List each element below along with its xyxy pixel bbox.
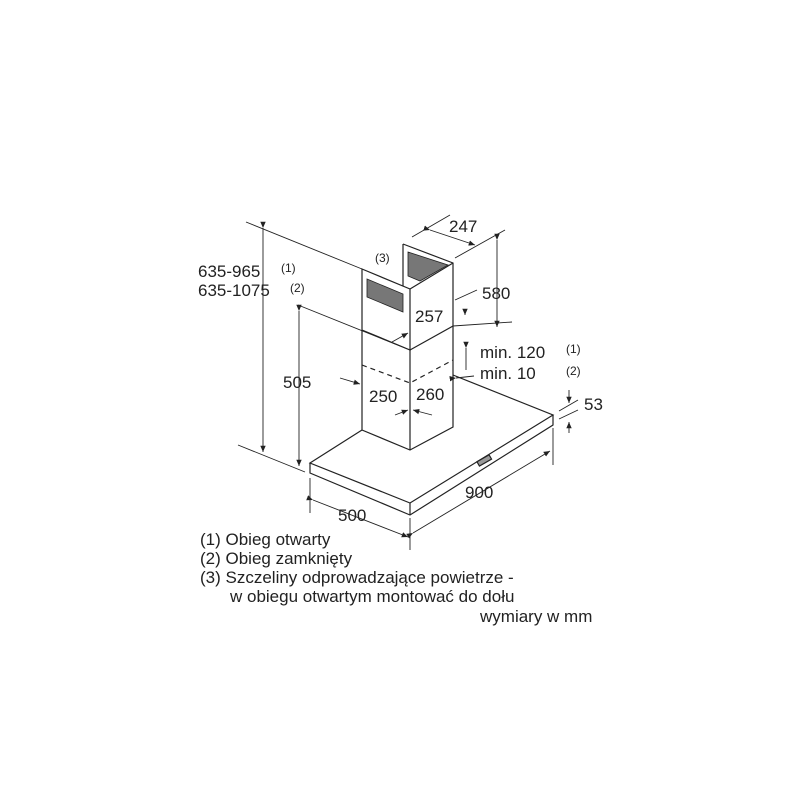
height-total-2-note: (2) (290, 281, 305, 295)
height-505-label: 505 (283, 373, 312, 392)
chimney-depth-label: 257 (415, 307, 444, 326)
legend-item-3: (3) Szczeliny odprowadzające powietrze - (200, 568, 514, 587)
legend-item-1: (1) Obieg otwarty (200, 530, 331, 549)
vent-slots-label: (3) (375, 251, 390, 265)
height-total-2-label: 635-1075 (198, 281, 270, 300)
chimney-width-label: 247 (449, 217, 478, 236)
legend-item-2: (2) Obieg zamknięty (200, 549, 353, 568)
chimney-upper-height-label: 580 (482, 284, 511, 303)
chimney-lower-right-label: 260 (416, 385, 445, 404)
dimension-lines (237, 214, 579, 550)
min-gap-2-label: min. 10 (480, 364, 536, 383)
canopy-thickness-label: 53 (584, 395, 603, 414)
legend-item-3-cont: w obiegu otwartym montować do dołu (230, 587, 515, 606)
lower-chimney (361, 326, 454, 451)
hood-width-label: 900 (465, 483, 494, 502)
min-gap-1-label: min. 120 (480, 343, 546, 362)
units-note: wymiary w mm (480, 607, 593, 626)
chimney-lower-left-label: 250 (369, 387, 398, 406)
hood-depth-label: 500 (338, 506, 367, 525)
min-gap-1-note: (1) (566, 342, 581, 356)
height-total-1-label: 635-965 (198, 262, 261, 281)
min-gap-2-note: (2) (566, 364, 581, 378)
vent-slots (366, 251, 449, 313)
height-total-1-note: (1) (281, 261, 296, 275)
